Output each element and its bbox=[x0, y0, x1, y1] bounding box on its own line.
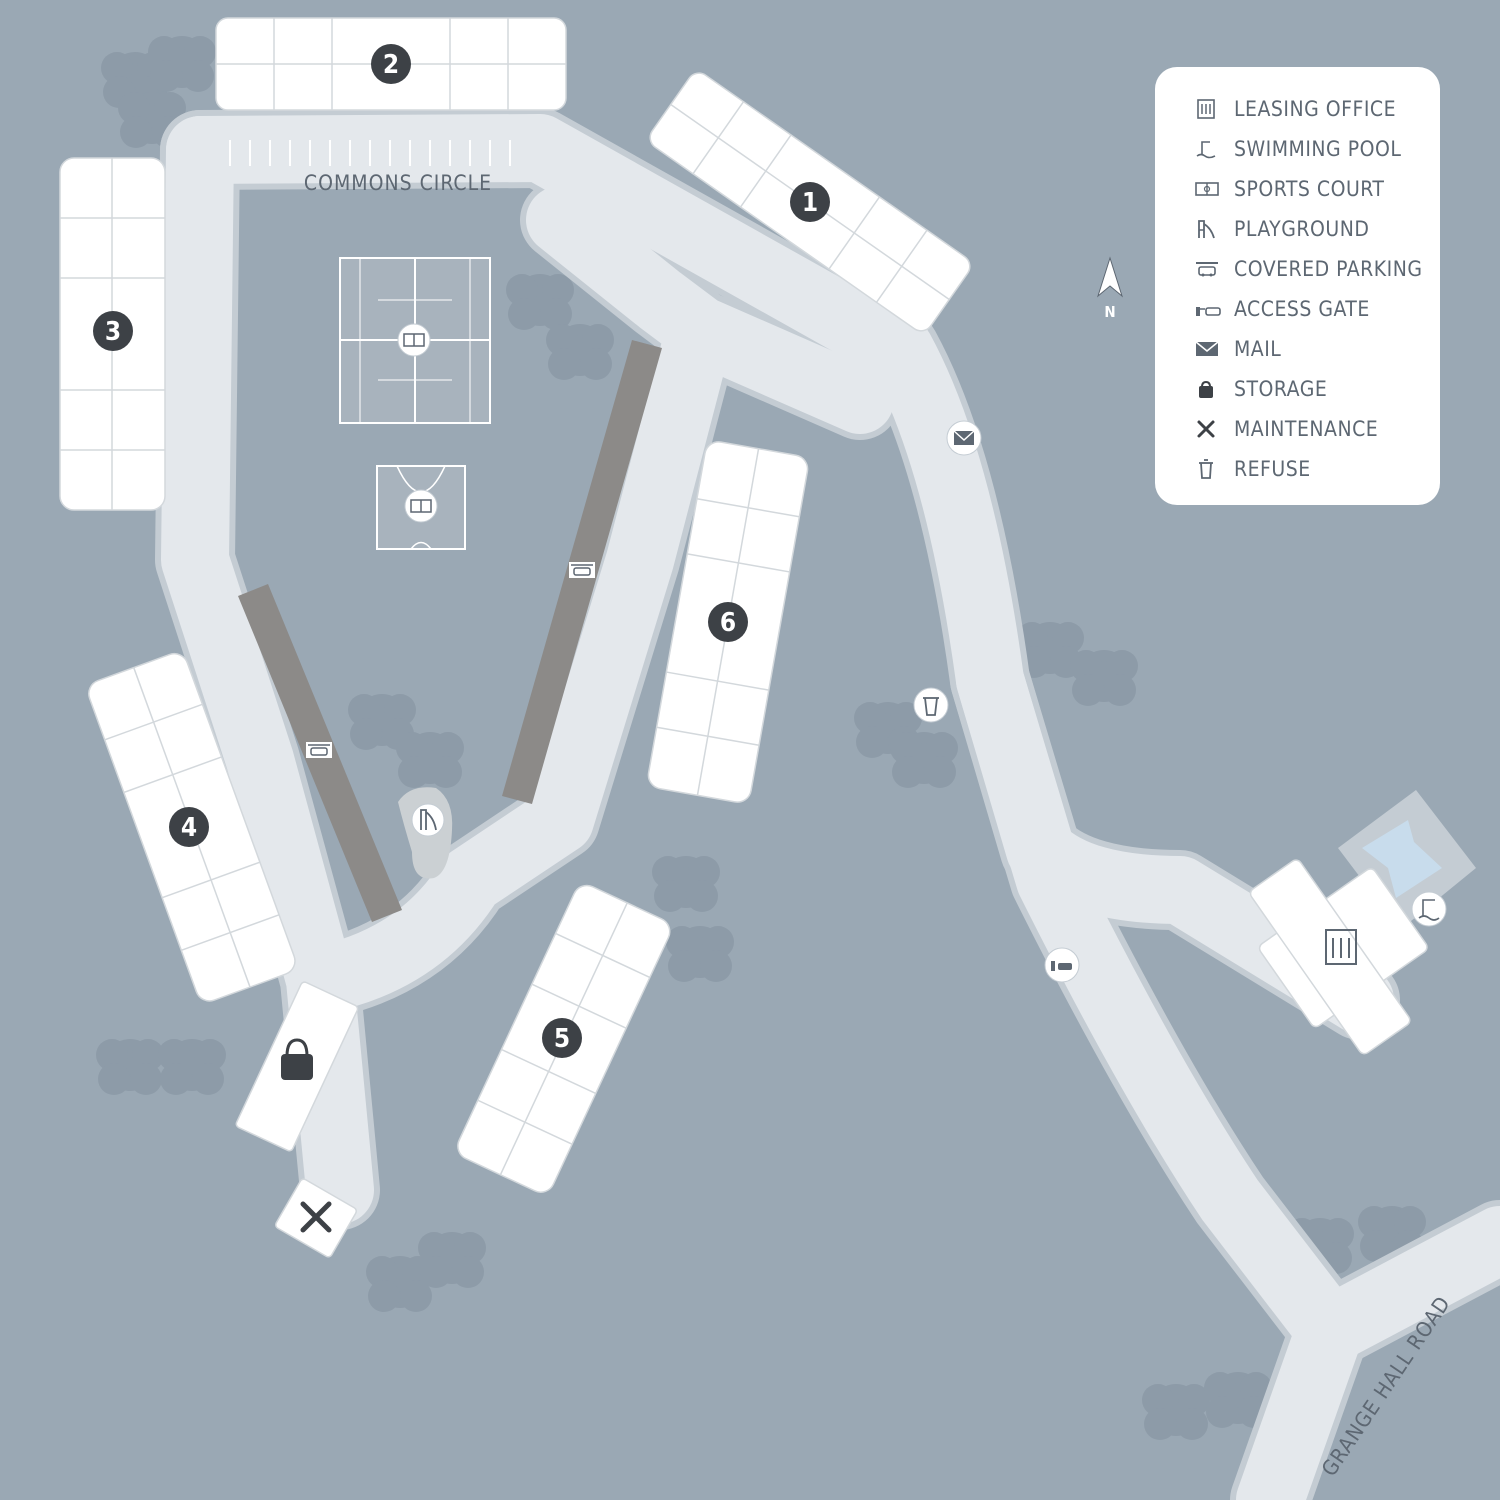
leasing-office-icon bbox=[1195, 94, 1225, 124]
legend-item-playground: PLAYGROUND bbox=[1195, 209, 1440, 249]
maintenance-icon bbox=[1195, 414, 1225, 444]
compass-label: N bbox=[1104, 303, 1115, 321]
building-badge-5-label: 5 bbox=[554, 1024, 570, 1054]
mail-marker[interactable] bbox=[946, 420, 982, 456]
street-label-commons-circle: COMMONS CIRCLE bbox=[304, 171, 492, 195]
legend-item-maintenance: MAINTENANCE bbox=[1195, 409, 1440, 449]
legend-label: PLAYGROUND bbox=[1234, 217, 1370, 241]
building-badge-6-label: 6 bbox=[720, 608, 736, 638]
playground-icon bbox=[1195, 214, 1225, 244]
swimming-pool-icon bbox=[1418, 899, 1440, 921]
covered-parking-marker-east[interactable] bbox=[569, 562, 595, 578]
covered-parking-icon bbox=[1195, 254, 1225, 284]
legend-item-access-gate: ACCESS GATE bbox=[1195, 289, 1440, 329]
building-badge-1[interactable]: 1 bbox=[790, 182, 830, 222]
refuse-icon bbox=[923, 697, 939, 716]
legend-item-leasing-office: LEASING OFFICE bbox=[1195, 89, 1440, 129]
storage-icon bbox=[281, 1038, 313, 1080]
playground-icon bbox=[420, 809, 437, 831]
building-badges: 1 2 3 4 5 6 bbox=[93, 44, 830, 1058]
leasing-office-marker[interactable] bbox=[1325, 929, 1357, 965]
access-gate-icon bbox=[1051, 961, 1072, 971]
storage-marker[interactable] bbox=[281, 1038, 313, 1080]
sports-court-marker-tennis[interactable] bbox=[397, 323, 431, 357]
swimming-pool-marker[interactable] bbox=[1411, 891, 1447, 927]
legend-label: MAINTENANCE bbox=[1234, 417, 1379, 441]
building-badge-6[interactable]: 6 bbox=[708, 602, 748, 642]
legend-item-storage: STORAGE bbox=[1195, 369, 1440, 409]
access-gate-marker[interactable] bbox=[1044, 947, 1080, 983]
building-badge-3[interactable]: 3 bbox=[93, 311, 133, 351]
legend-list: LEASING OFFICE SWIMMING POOL SPORTS COUR… bbox=[1155, 67, 1440, 489]
refuse-icon bbox=[1195, 454, 1225, 484]
building-badge-2[interactable]: 2 bbox=[371, 44, 411, 84]
legend-label: REFUSE bbox=[1234, 457, 1311, 481]
covered-parking-icon bbox=[308, 744, 330, 756]
maintenance-icon bbox=[300, 1201, 332, 1233]
building-badge-5[interactable]: 5 bbox=[542, 1018, 582, 1058]
covered-parking-marker-west[interactable] bbox=[306, 742, 332, 758]
legend-label: MAIL bbox=[1234, 337, 1282, 361]
legend-label: ACCESS GATE bbox=[1234, 297, 1370, 321]
building-badge-2-label: 2 bbox=[383, 50, 399, 80]
refuse-marker[interactable] bbox=[913, 687, 949, 723]
legend-label: SPORTS COURT bbox=[1234, 177, 1385, 201]
maintenance-marker[interactable] bbox=[300, 1201, 332, 1233]
sports-court-icon bbox=[403, 333, 425, 347]
access-gate-icon bbox=[1195, 294, 1225, 324]
mail-icon bbox=[953, 430, 975, 445]
sports-court-icon bbox=[410, 499, 432, 513]
leasing-office-footprint bbox=[1249, 859, 1428, 1055]
legend-label: LEASING OFFICE bbox=[1234, 97, 1397, 121]
building-badge-3-label: 3 bbox=[105, 317, 121, 347]
legend-item-covered-parking: COVERED PARKING bbox=[1195, 249, 1440, 289]
pool-area bbox=[1338, 790, 1476, 930]
legend-label: STORAGE bbox=[1234, 377, 1328, 401]
sports-court-marker-basketball[interactable] bbox=[404, 489, 438, 523]
legend-item-mail: MAIL bbox=[1195, 329, 1440, 369]
swimming-pool-icon bbox=[1195, 134, 1225, 164]
parking-stripes bbox=[229, 140, 511, 166]
storage-icon bbox=[1195, 374, 1225, 404]
legend-label: COVERED PARKING bbox=[1234, 257, 1423, 281]
covered-parking-icon bbox=[571, 564, 593, 576]
building-badge-4-label: 4 bbox=[181, 813, 197, 843]
amenity-markers bbox=[281, 323, 1447, 1233]
playground-marker[interactable] bbox=[411, 803, 445, 837]
legend-item-sports-court: SPORTS COURT bbox=[1195, 169, 1440, 209]
building-badge-1-label: 1 bbox=[802, 188, 818, 218]
north-arrow-icon bbox=[1097, 256, 1123, 298]
legend-label: SWIMMING POOL bbox=[1234, 137, 1402, 161]
compass: N bbox=[1097, 256, 1123, 321]
legend-item-refuse: REFUSE bbox=[1195, 449, 1440, 489]
sports-court-icon bbox=[1195, 174, 1225, 204]
building-badge-4[interactable]: 4 bbox=[169, 807, 209, 847]
legend: LEASING OFFICE SWIMMING POOL SPORTS COUR… bbox=[1155, 67, 1440, 505]
leasing-office-icon bbox=[1325, 929, 1357, 965]
legend-item-swimming-pool: SWIMMING POOL bbox=[1195, 129, 1440, 169]
mail-icon bbox=[1195, 334, 1225, 364]
